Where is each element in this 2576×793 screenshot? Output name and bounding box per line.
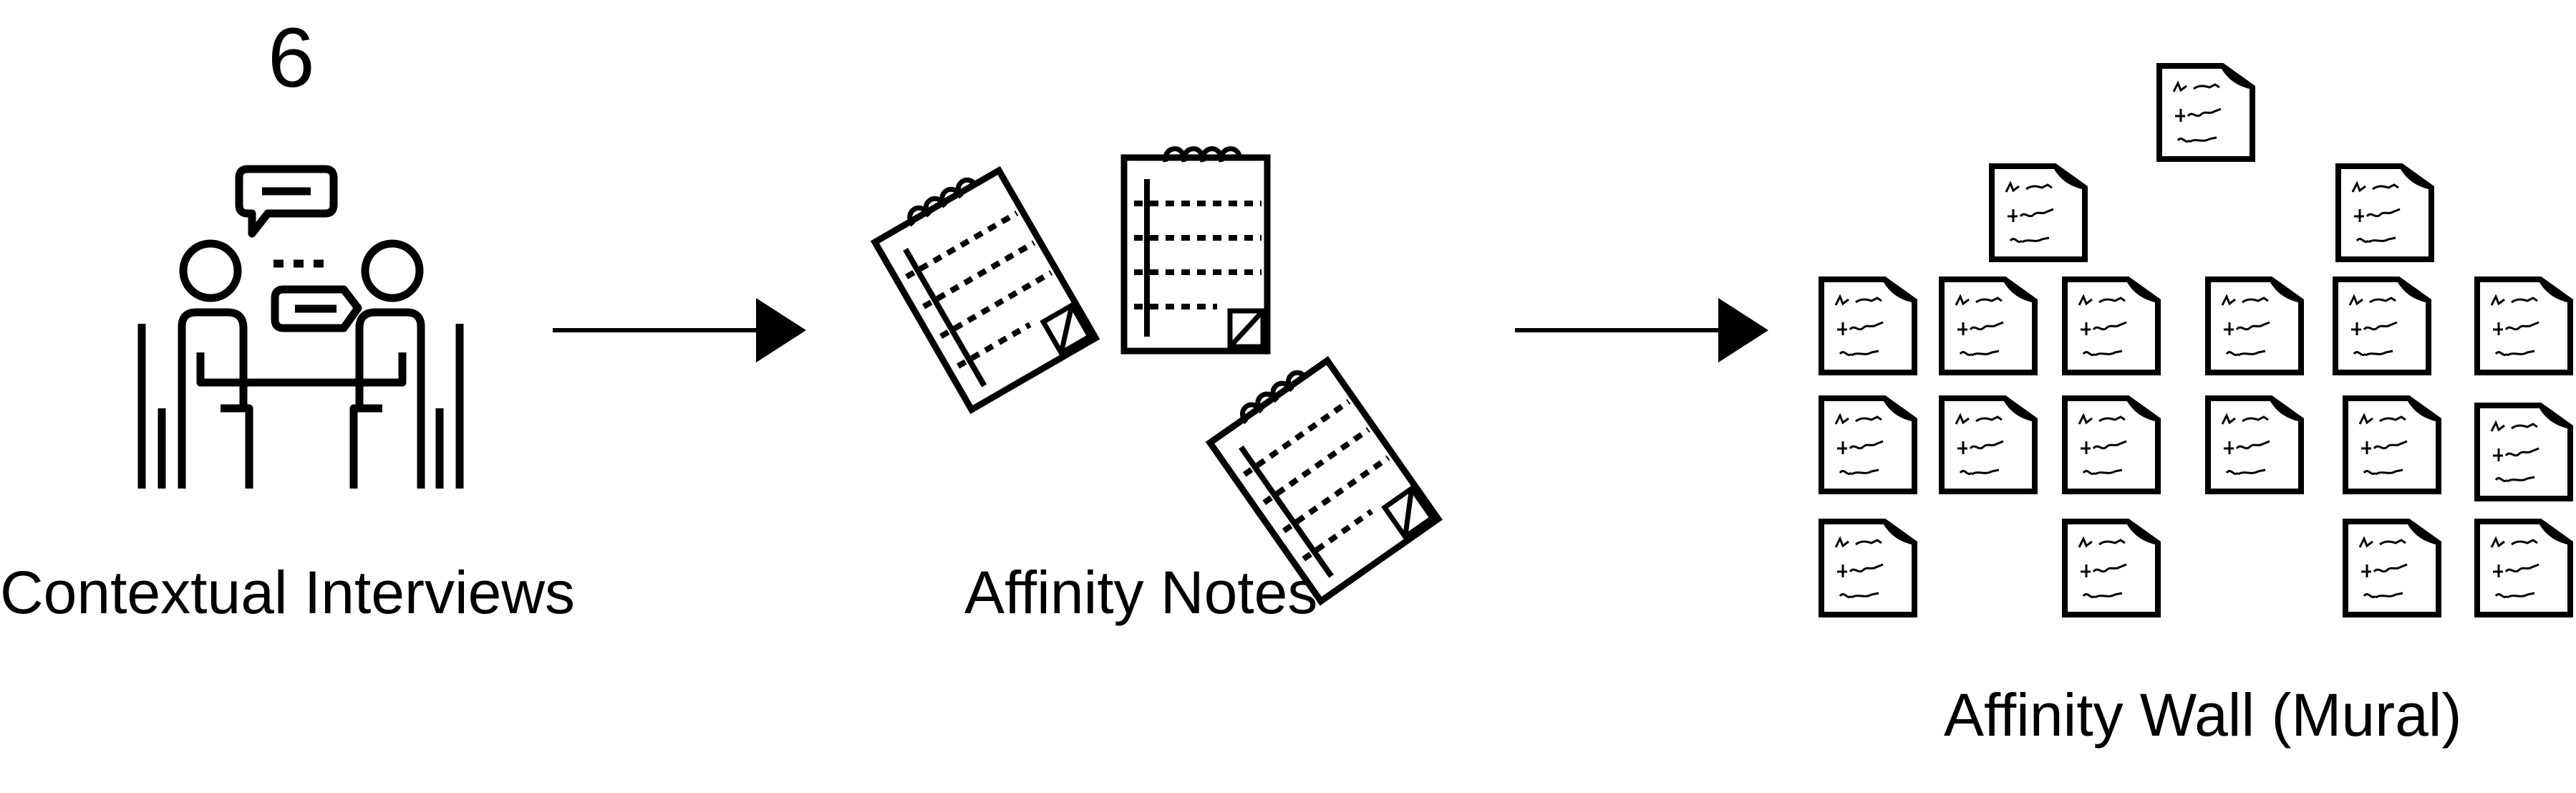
sticky-note [2477,405,2570,499]
sticky-note [2159,66,2252,159]
notepad-middle [1124,149,1267,351]
sticky-note [1821,279,1914,373]
people-interview-icon [137,165,464,489]
sticky-note [2477,522,2570,615]
step-label-affinity-notes: Affinity Notes [964,559,1318,626]
sticky-note [2345,398,2439,491]
step-label-contextual-interviews: Contextual Interviews [0,559,576,626]
sticky-note [2477,279,2570,373]
sticky-note [2208,398,2301,491]
sticky-note [1821,522,1914,615]
sticky-note [1992,166,2085,259]
sticky-note [2338,166,2431,259]
notepad-left [871,163,1095,409]
interview-count: 6 [268,11,315,105]
sticky-note [1821,398,1914,491]
person-left-head [179,239,242,302]
sticky-note [1942,398,2035,491]
speech-bubble-icon [235,165,338,238]
sticky-note [1942,279,2035,373]
sticky-note [2065,522,2158,615]
speech-bubble-small-icon [271,285,362,332]
step-label-affinity-wall: Affinity Wall (Mural) [1944,681,2462,749]
sticky-note [2065,398,2158,491]
sticky-note-wall-icon [1821,66,2570,615]
sticky-note [2065,279,2158,373]
arrow-right-icon [553,298,806,362]
arrow-right-icon [1515,298,1768,362]
sticky-note [2345,522,2439,615]
person-right-head [361,239,424,302]
sticky-note [2208,279,2301,373]
notepads-icon [871,149,1438,601]
sticky-note [2335,279,2429,373]
